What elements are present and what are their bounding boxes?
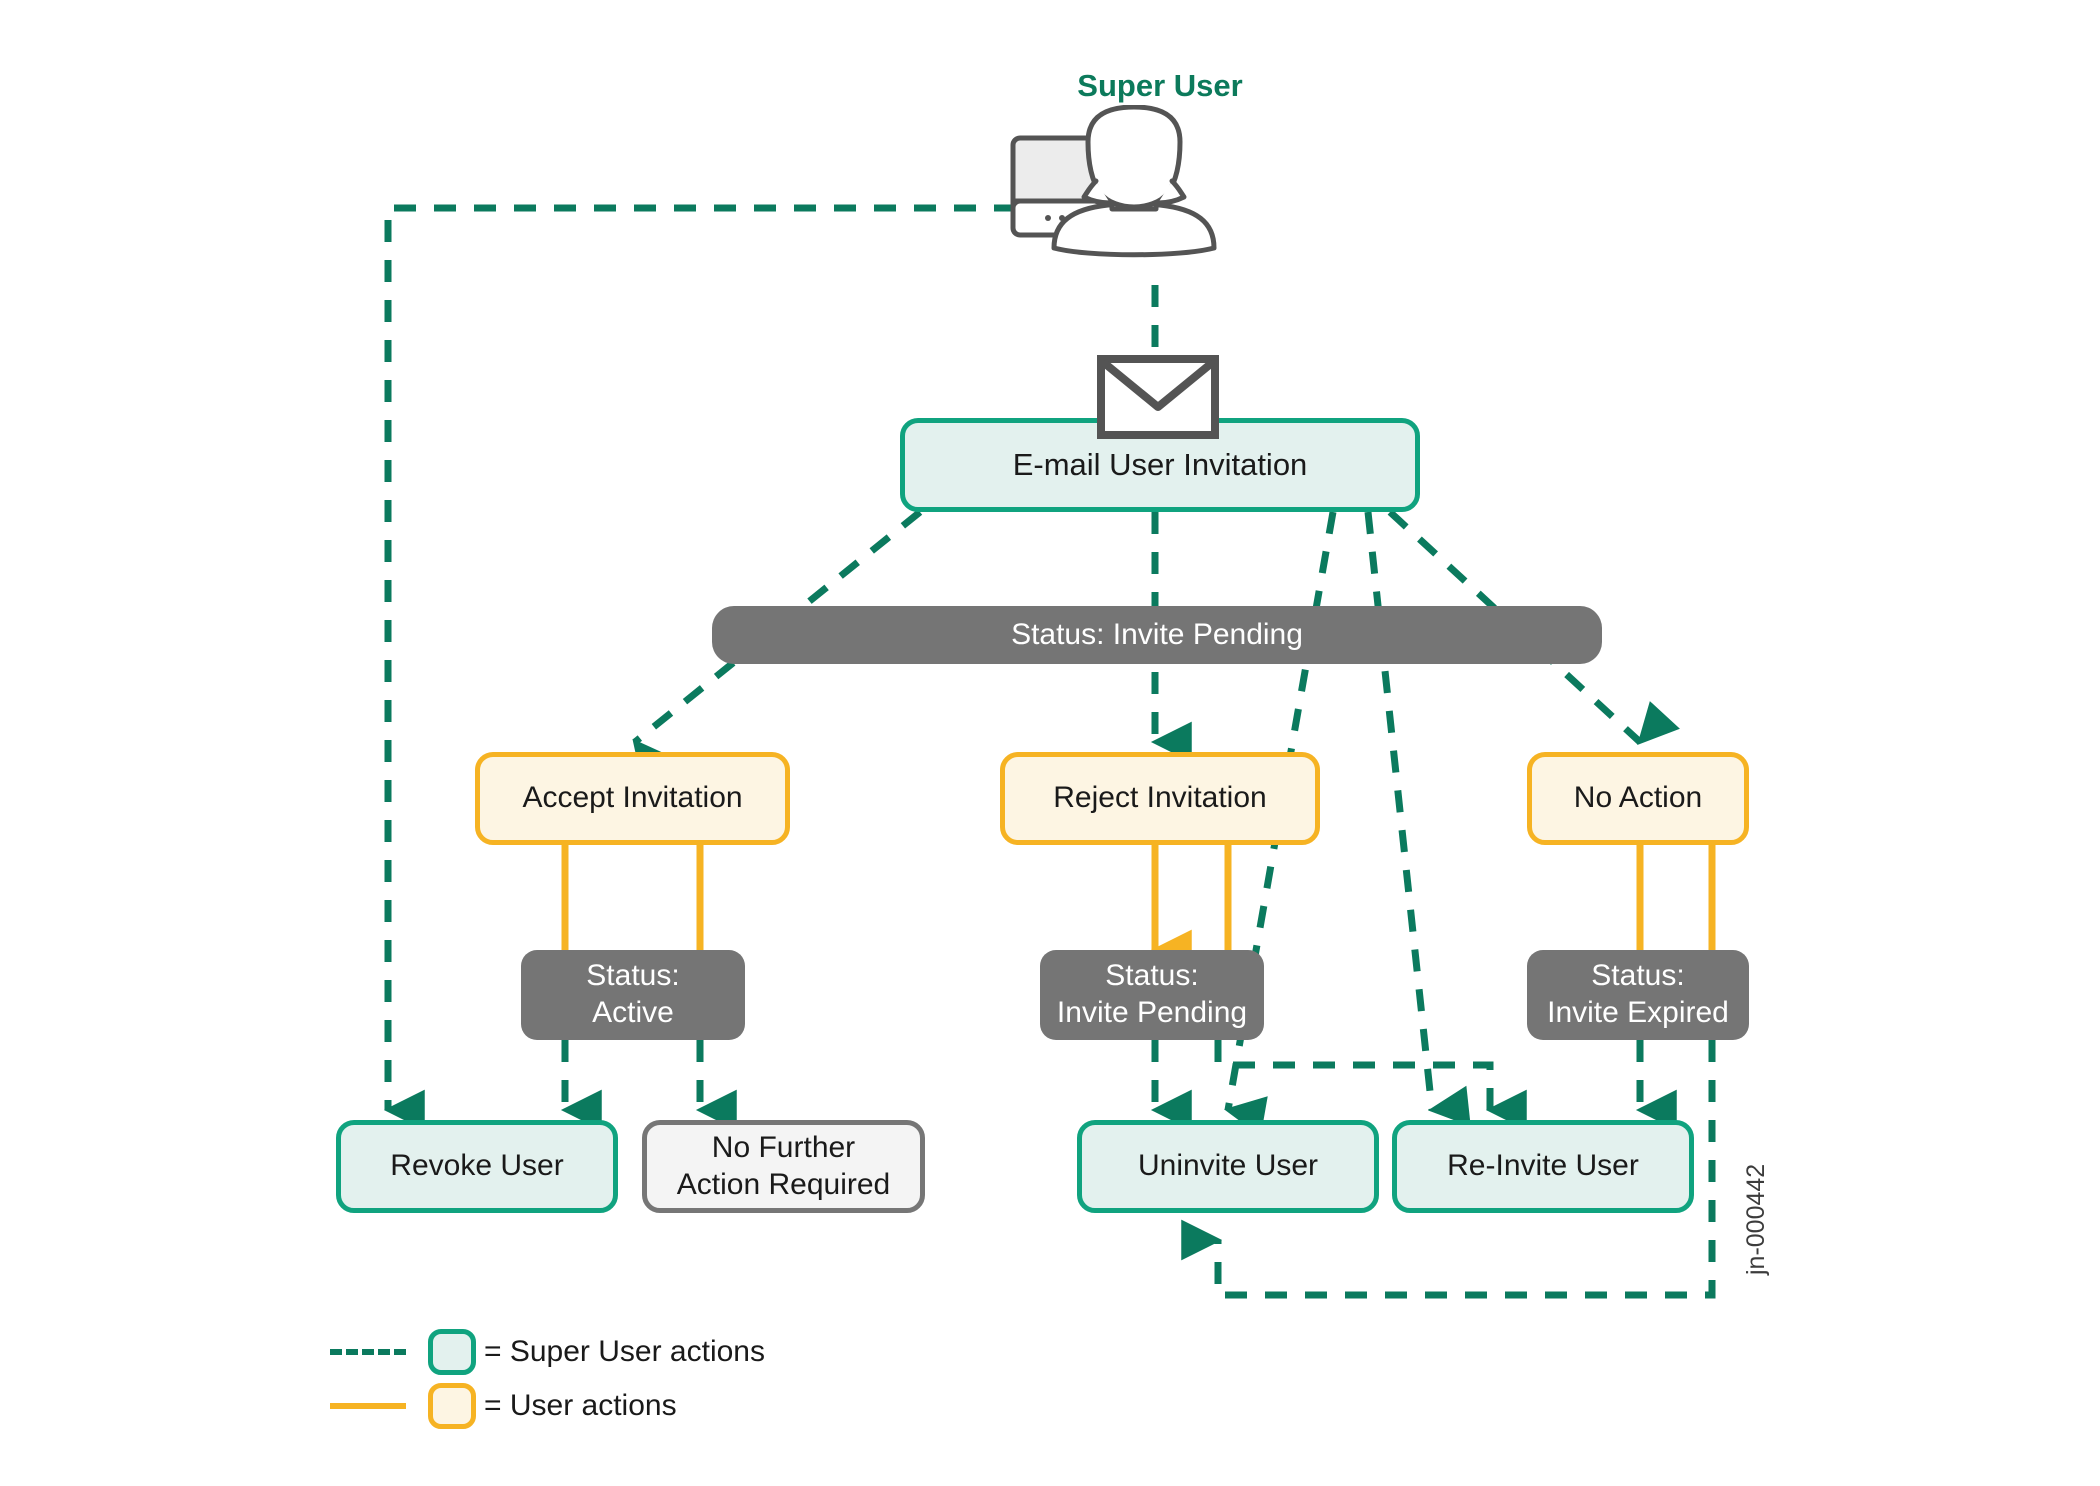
- status-invite-expired: Status: Invite Expired: [1527, 950, 1749, 1040]
- node-accept-invitation[interactable]: Accept Invitation: [475, 752, 790, 845]
- node-label: Accept Invitation: [522, 781, 743, 815]
- node-reject-invitation[interactable]: Reject Invitation: [1000, 752, 1320, 845]
- dashed-line-sample-icon: [330, 1349, 406, 1355]
- page-title: Super User: [1077, 68, 1243, 103]
- node-no-further-action-required[interactable]: No Further Action Required: [642, 1120, 925, 1213]
- status-invite-pending-reject: Status: Invite Pending: [1040, 950, 1264, 1040]
- status-line-1: Status:: [1591, 959, 1685, 993]
- legend: = Super User actions = User actions: [330, 1325, 765, 1433]
- super-user-avatar-icon: [1010, 105, 1217, 258]
- green-box-swatch-icon: [428, 1329, 476, 1375]
- node-reinvite-user[interactable]: Re-Invite User: [1392, 1120, 1694, 1213]
- node-label: E-mail User Invitation: [1012, 447, 1308, 483]
- node-label: Reject Invitation: [1053, 781, 1267, 815]
- status-bar-invite-pending: Status: Invite Pending: [712, 606, 1602, 664]
- node-revoke-user[interactable]: Revoke User: [336, 1120, 618, 1213]
- node-label-line-2: Action Required: [676, 1167, 891, 1201]
- status-line-1: Status:: [586, 959, 680, 993]
- legend-label: = User actions: [484, 1389, 677, 1422]
- legend-row-super-user: = Super User actions: [330, 1325, 765, 1379]
- status-line-2: Active: [592, 996, 674, 1029]
- legend-row-user: = User actions: [330, 1379, 765, 1433]
- status-line-2: Invite Expired: [1547, 996, 1729, 1029]
- status-active: Status: Active: [521, 950, 745, 1040]
- node-label-line-1: No Further: [711, 1130, 856, 1164]
- status-line-1: Status:: [1105, 959, 1199, 993]
- status-line-2: Invite Pending: [1056, 996, 1248, 1029]
- node-label: No Action: [1573, 781, 1703, 815]
- node-uninvite-user[interactable]: Uninvite User: [1077, 1120, 1379, 1213]
- legend-label: = Super User actions: [484, 1335, 765, 1368]
- node-label: Re-Invite User: [1447, 1149, 1639, 1183]
- envelope-icon: [1097, 355, 1219, 439]
- node-no-action[interactable]: No Action: [1527, 752, 1749, 845]
- watermark: jn-000442: [1742, 1163, 1770, 1275]
- node-label: Revoke User: [390, 1149, 564, 1183]
- solid-line-sample-icon: [330, 1403, 406, 1409]
- status-bar-label: Status: Invite Pending: [1011, 617, 1303, 651]
- node-label: Uninvite User: [1137, 1149, 1319, 1183]
- yellow-box-swatch-icon: [428, 1383, 476, 1429]
